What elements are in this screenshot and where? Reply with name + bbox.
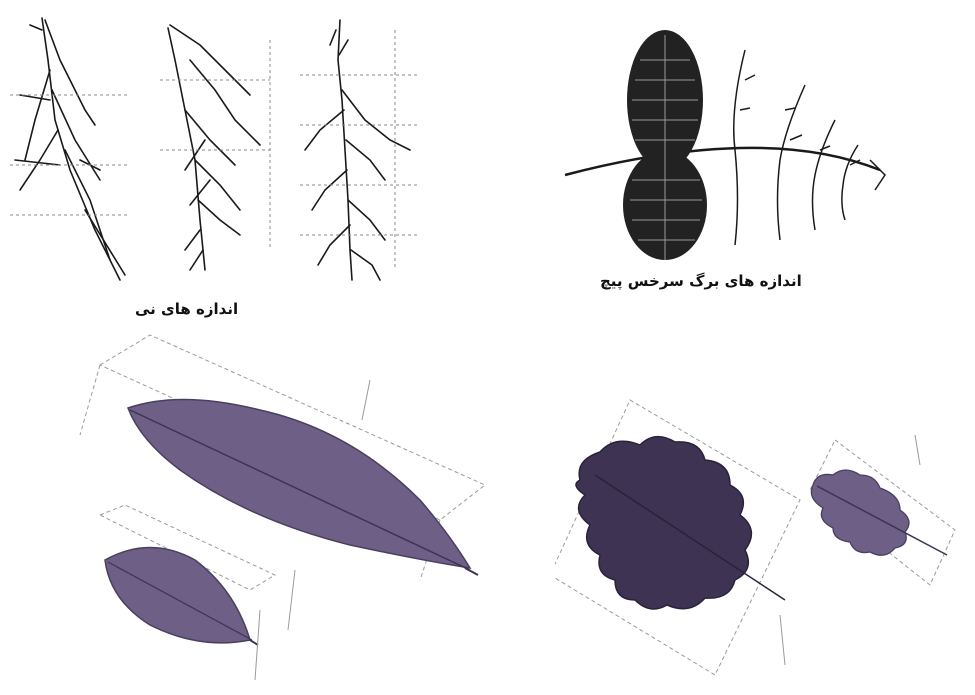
leaves-left-panel [0,320,500,695]
fern-drawing [540,0,975,310]
small-oval-leaf [105,548,258,646]
leaves-right-drawing [555,390,975,695]
reed-sketch-1 [15,18,125,280]
large-serrated-leaf [128,399,478,575]
small-oak-leaf [811,470,947,555]
reed-sketches-panel: اندازه های نی [0,0,430,300]
leaves-right-panel [555,390,975,695]
reed-sketches-drawing [0,0,430,300]
fern-panel: اندازه های برگ سرخس پیچ [540,0,975,310]
reed-sketch-3 [305,20,410,280]
leaves-left-drawing [0,320,500,695]
reed-caption: اندازه های نی [135,300,238,318]
large-oak-leaf [576,437,785,609]
reed-sketch-2 [168,25,260,270]
fern-caption: اندازه های برگ سرخس پیچ [600,272,802,290]
